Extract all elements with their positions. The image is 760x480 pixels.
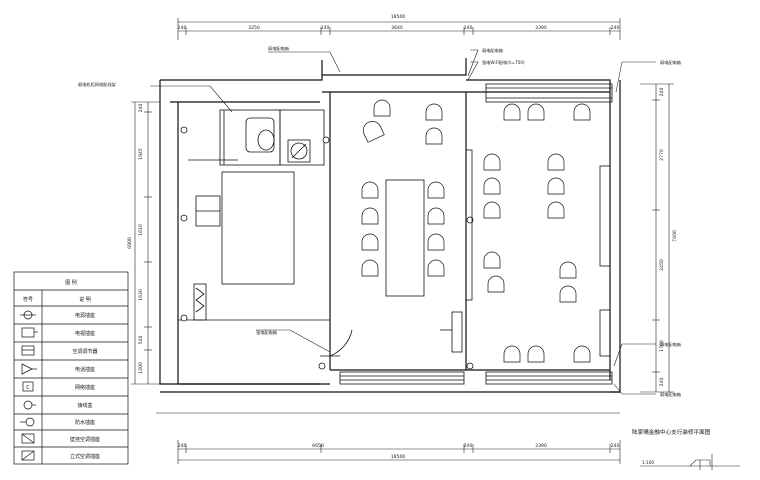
- legend-col-symbol: 符号: [23, 296, 33, 303]
- left-dim-6: 1200: [138, 362, 144, 374]
- phone-socket-icon: [21, 363, 37, 375]
- power-socket-icon: [20, 310, 36, 320]
- legend-col-desc: 说 明: [79, 296, 91, 303]
- note-top-b: 弱电配电箱: [482, 47, 503, 54]
- legend-desc-6: 接线盒: [77, 402, 92, 409]
- note-center-a: 强电配电箱: [256, 329, 277, 336]
- right-dim-4: 1700: [659, 340, 665, 352]
- network-socket-icon: C: [22, 381, 34, 392]
- cabinet-ac-socket-icon: [21, 450, 35, 461]
- column-markers: [180, 126, 474, 370]
- window-bottom-right: [485, 371, 613, 385]
- bottom-total-dim: 18500: [391, 454, 406, 460]
- legend-table: [13, 271, 129, 465]
- scale-note: 1:100: [642, 460, 654, 465]
- floor-box-icon: [23, 400, 36, 410]
- note-right-b: 弱电配电箱: [660, 341, 681, 348]
- window-top-right: [485, 83, 613, 103]
- top-dim-3: 240: [321, 25, 330, 31]
- top-dimension-chain: [177, 18, 621, 40]
- note-left-a: 弱电机柜网络配线架: [78, 81, 116, 88]
- legend-desc-2: 电视插座: [75, 330, 95, 337]
- legend-title: 图 例: [65, 279, 77, 286]
- left-dim-3: 1610: [138, 224, 144, 236]
- left-dim-1: 240: [138, 104, 144, 113]
- ac-controller-icon: [21, 345, 35, 356]
- bottom-dim-5: 240: [611, 443, 620, 449]
- right-dim-5: 240: [659, 378, 665, 387]
- legend-desc-5: 网络插座: [75, 384, 95, 391]
- legend-desc-3: 空调调节器: [72, 348, 97, 355]
- top-dim-6: 3390: [535, 25, 547, 31]
- bottom-dimension-chain: [156, 412, 621, 464]
- left-dim-4: 1630: [138, 289, 144, 301]
- bottom-dim-3: 240: [464, 443, 473, 449]
- lounge-partition: [465, 149, 611, 357]
- note-right-a: 弱电配电箱: [660, 59, 681, 66]
- bottom-dim-1: 240: [178, 443, 187, 449]
- bottom-dim-2: 6650: [312, 443, 324, 449]
- wall-ac-socket-icon: [21, 433, 35, 444]
- right-dim-2: 2770: [659, 149, 665, 161]
- door-swing: [320, 320, 353, 357]
- left-rooms: [178, 109, 330, 321]
- left-total-dim: 6900: [127, 237, 133, 249]
- top-dim-1: 240: [178, 25, 187, 31]
- legend-desc-9: 立式空调插座: [70, 453, 100, 460]
- bottom-dim-4: 3390: [535, 443, 547, 449]
- note-right-c: 弱电配电箱: [660, 391, 681, 398]
- left-dimension-chain: [131, 101, 160, 385]
- svg-text:C: C: [26, 385, 30, 391]
- top-total-dim: 18500: [391, 14, 406, 20]
- scale-bar: [640, 454, 740, 470]
- note-top-a: 弱电配电箱: [268, 45, 289, 52]
- top-dim-7: 240: [611, 25, 620, 31]
- right-dim-3: 2450: [659, 259, 665, 271]
- window-bottom-center: [339, 371, 465, 385]
- waterproof-socket-icon: [20, 417, 35, 427]
- left-dim-5: 540: [138, 336, 144, 345]
- leader-lines: [150, 49, 656, 395]
- left-dim-2: 1945: [138, 148, 144, 160]
- right-total-dim: 7400: [672, 230, 678, 242]
- legend-symbols: C: [20, 310, 38, 461]
- note-top-c: 强电WiFi配电(h=750): [482, 59, 525, 66]
- top-dim-2: 3250: [248, 25, 260, 31]
- meeting-chairs: [361, 99, 445, 277]
- legend-desc-1: 电源插座: [75, 312, 95, 319]
- right-dim-1: 240: [659, 88, 665, 97]
- legend-desc-4: 电话插座: [75, 366, 95, 373]
- legend-desc-7: 防水插座: [75, 419, 95, 426]
- meeting-table: [385, 179, 425, 297]
- top-dim-4: 3640: [391, 25, 403, 31]
- tv-socket-icon: [21, 327, 38, 338]
- meeting-console: [440, 311, 463, 353]
- legend-desc-8: 壁挂空调插座: [70, 436, 100, 443]
- drawing-title: 陆家嘴金融中心支行装修平面图: [632, 428, 711, 436]
- right-dimension-chain: [640, 83, 674, 393]
- top-dim-5: 240: [464, 25, 473, 31]
- lounge-chairs: [483, 103, 591, 363]
